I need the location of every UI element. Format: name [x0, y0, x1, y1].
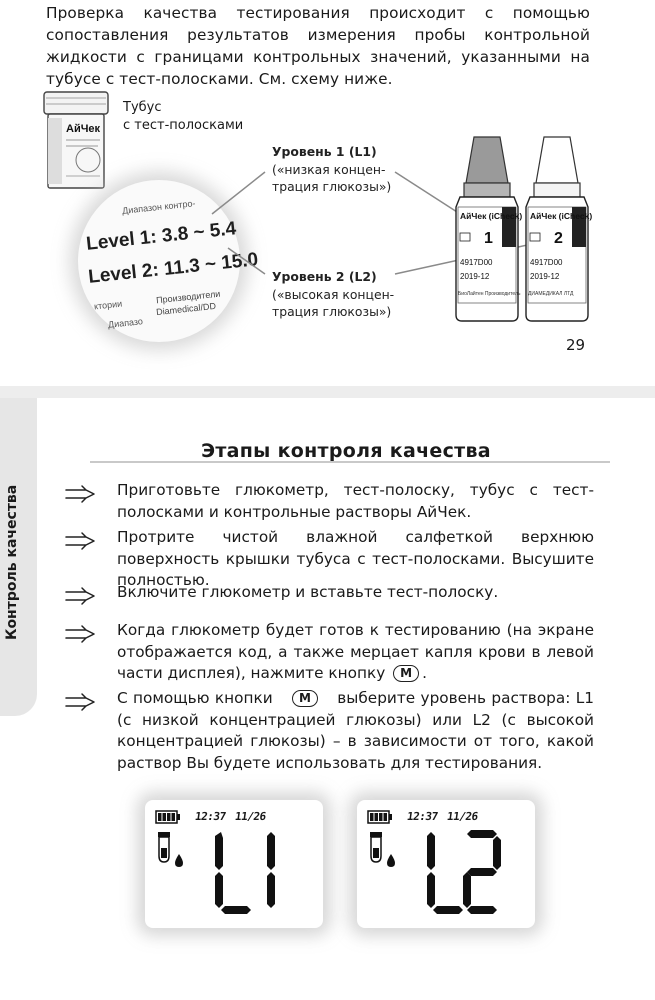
svg-text:ДИАМЕДИКАЛ ЛТД: ДИАМЕДИКАЛ ЛТД	[528, 291, 574, 297]
arrow-right-icon	[65, 625, 95, 643]
side-tab	[0, 398, 37, 716]
m-button-icon: M	[393, 665, 420, 682]
svg-text:L2: L2	[423, 829, 425, 831]
svg-text:1: 1	[484, 230, 493, 247]
meter-display-l1: 12:37 11/26 L1	[145, 800, 323, 928]
page-number: 29	[566, 336, 586, 354]
control-solution-bottle-2: АйЧек (iCheck) 2 4917D00 2019-12 ДИАМЕДИ…	[525, 136, 592, 322]
svg-text:АйЧек (iCheck): АйЧек (iCheck)	[460, 211, 522, 221]
level2-label: Уровень 2 (L2) («высокая концен- трация …	[272, 269, 395, 319]
display-date: 11/26	[234, 810, 267, 823]
page-29: Проверка качества тестирования происходи…	[0, 0, 655, 385]
test-strip-tube-illustration: АйЧек	[43, 91, 109, 189]
tube-label: Тубус с тест-полосками	[123, 100, 244, 133]
svg-text:2019-12: 2019-12	[460, 272, 490, 281]
svg-text:2: 2	[554, 230, 563, 247]
tube-brand: АйЧек	[66, 123, 101, 135]
magnified-tube-label: Диапазон контро- Level 1: 3.8 ~ 5.4 Leve…	[78, 180, 259, 342]
display-level-text: L1	[211, 829, 275, 914]
control-solution-bottle-1: АйЧек (iCheck) 1 4917D00 2019-12 БиоЛайт…	[455, 136, 522, 322]
arrow-right-icon	[65, 532, 95, 550]
control-solution-drop-icon	[370, 832, 395, 867]
digit-2	[463, 830, 501, 914]
arrow-right-icon	[65, 587, 95, 605]
meter-display-l2: 12:37 11/26 L2	[357, 800, 535, 928]
control-solution-drop-icon	[158, 832, 183, 867]
section-title: Этапы контроля качества	[201, 440, 491, 462]
display-time: 12:37	[194, 810, 227, 823]
battery-icon	[155, 810, 180, 824]
arrow-right-icon	[65, 693, 95, 711]
side-tab-label: Контроль качества	[4, 485, 20, 640]
digit-1	[267, 832, 275, 908]
svg-text:4917D00: 4917D00	[460, 258, 493, 267]
display-time: 12:37	[406, 810, 439, 823]
svg-text:4917D00: 4917D00	[530, 258, 563, 267]
svg-text:АйЧек (iCheck): АйЧек (iCheck)	[530, 211, 592, 221]
battery-icon	[367, 810, 392, 824]
svg-text:L1: L1	[211, 829, 213, 831]
step-1-text: Приготовьте глюкометр, тест-полоску, туб…	[117, 481, 594, 521]
intro-paragraph: Проверка качества тестирования происходи…	[46, 4, 590, 88]
step-4-text: Когда глюкометр будет готов к тестирован…	[117, 621, 594, 682]
display-level-text: L2	[423, 829, 501, 914]
page-divider	[0, 386, 655, 398]
arrow-right-icon	[65, 485, 95, 503]
svg-text:2019-12: 2019-12	[530, 272, 560, 281]
step-2-text: Протрите чистой влажной салфеткой верхню…	[117, 528, 594, 589]
svg-text:БиоЛайтен Производитель: БиоЛайтен Производитель	[458, 290, 521, 297]
level1-label: Уровень 1 (L1) («низкая концен- трация г…	[272, 144, 392, 194]
display-date: 11/26	[446, 810, 479, 823]
step-5-text: С помощью кнопки M выберите уровень раст…	[117, 689, 594, 772]
step-3-text: Включите глюкометр и вставьте тест-полос…	[117, 583, 499, 601]
title-underline	[90, 461, 610, 463]
m-button-icon: M	[292, 690, 318, 707]
